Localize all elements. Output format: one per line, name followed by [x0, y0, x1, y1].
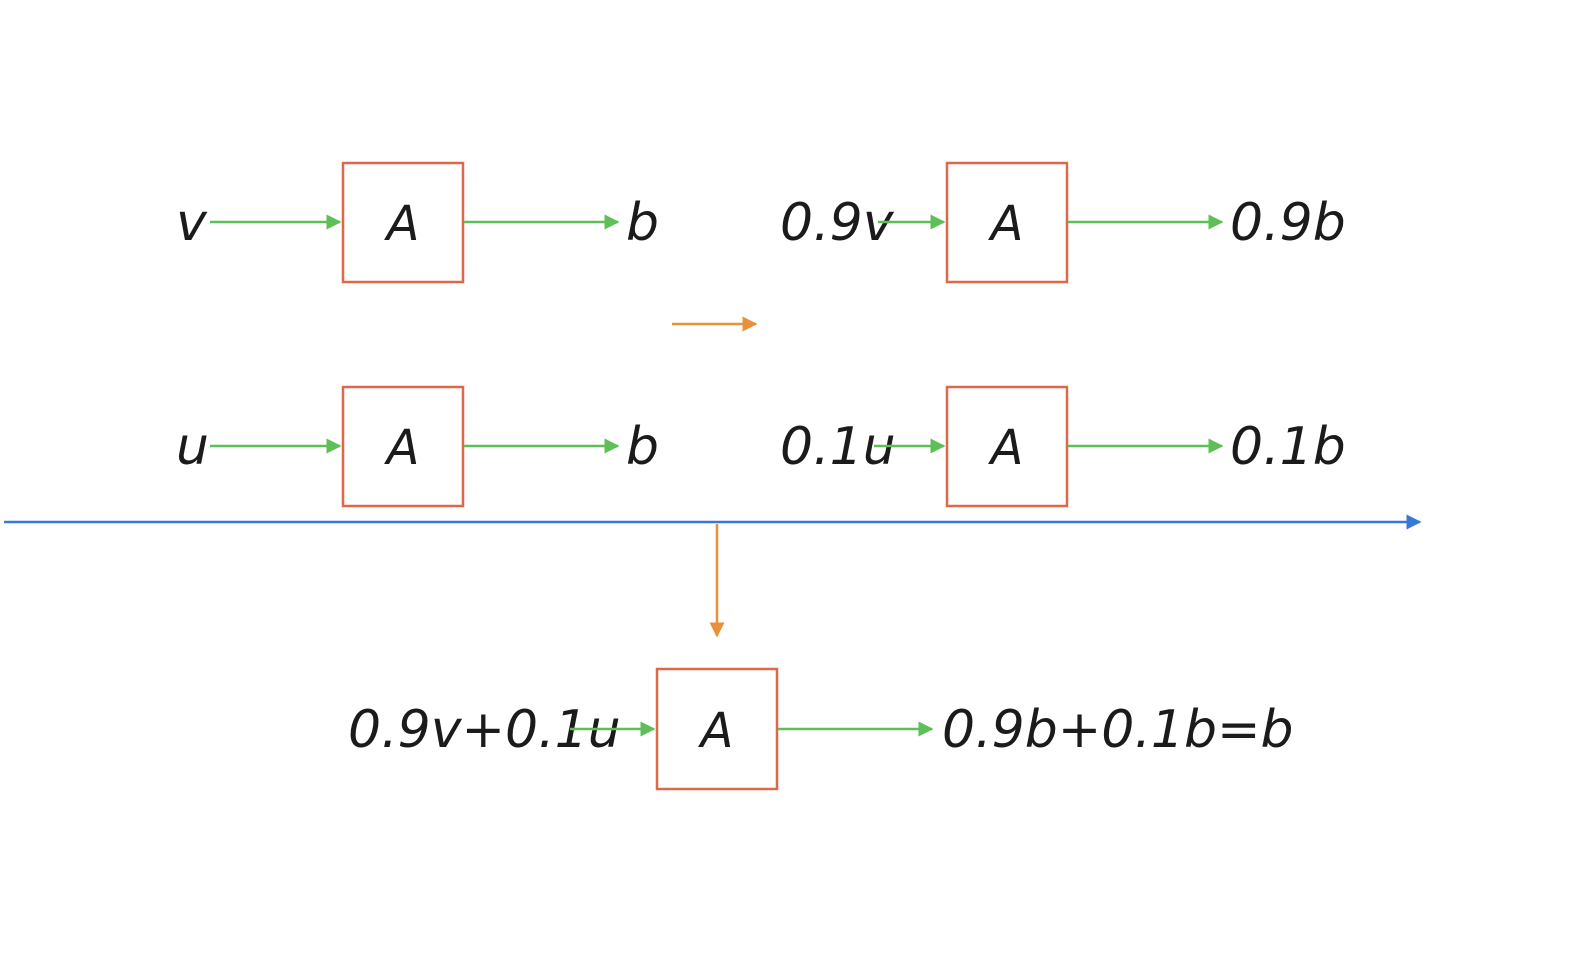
row-bottom: 0.9v+0.1u A 0.9b+0.1b=b: [348, 667, 1294, 791]
output-label-combined: 0.9b+0.1b=b: [942, 700, 1294, 760]
box-A: [945, 385, 1069, 508]
box-A: [655, 667, 779, 791]
box-label: A: [988, 420, 1024, 476]
box-A: [341, 385, 465, 508]
box-label: A: [384, 196, 420, 252]
output-label-b: b: [626, 193, 659, 253]
output-label-b: b: [626, 417, 659, 477]
input-label-v: v: [176, 193, 208, 253]
row-middle-left: u A b: [176, 385, 659, 508]
box-label: A: [384, 420, 420, 476]
box-label: A: [698, 703, 734, 759]
row-middle-right: 0.1u A 0.1b: [780, 385, 1346, 508]
box-A: [945, 161, 1069, 284]
input-label-u: u: [176, 417, 209, 477]
box-A: [341, 161, 465, 284]
input-label-0.9v: 0.9v: [780, 193, 895, 253]
row-top-right: 0.9v A 0.9b: [780, 161, 1346, 284]
box-label: A: [988, 196, 1024, 252]
row-top-left: v A b: [176, 161, 659, 284]
output-label-0.9b: 0.9b: [1230, 193, 1346, 253]
output-label-0.1b: 0.1b: [1230, 417, 1346, 477]
